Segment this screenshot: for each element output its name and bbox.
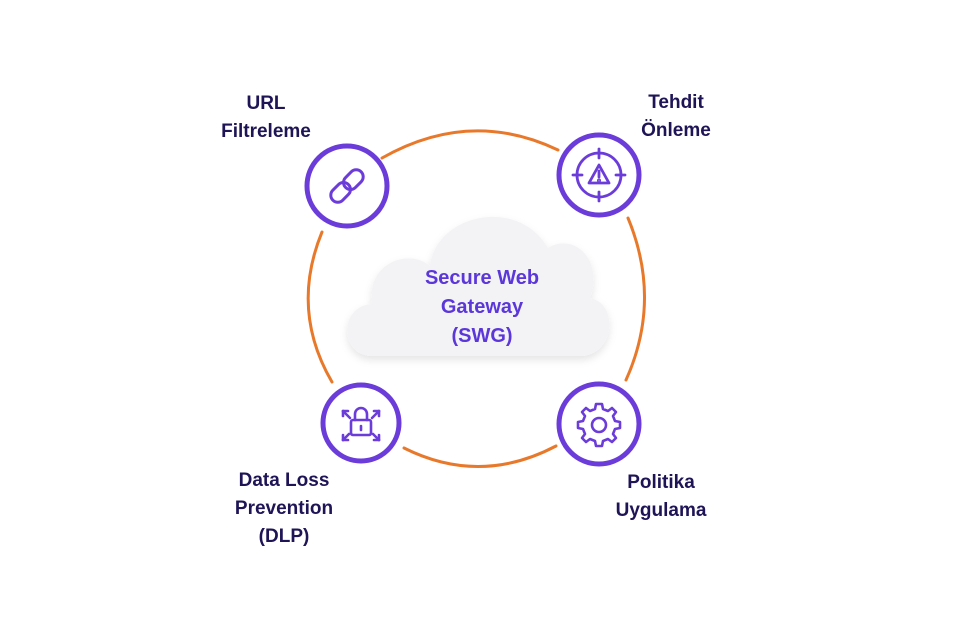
node-circle [304,143,390,229]
node-policy-enforcement [556,381,642,467]
ring-segment-top [380,129,560,160]
node-circle [320,382,402,464]
label-line: Data Loss [238,470,330,491]
node-threat-prevention [556,132,642,218]
padlock-expand-icon [341,406,381,442]
node-dlp [320,382,402,464]
ring-segment-left [306,230,334,384]
center-title-line: Gateway [440,296,524,318]
label-threat-prevention: Tehdit Önleme [621,89,731,145]
label-dlp: Data Loss Prevention (DLP) [214,467,354,551]
cloud-shape [347,216,610,356]
label-line: Önleme [641,120,711,141]
node-circle [556,381,642,467]
ring-segment-bottom [402,444,558,468]
center-title-line: (SWG) [451,325,513,347]
label-line: URL [246,93,286,114]
link-icon [329,168,365,204]
threat-target-icon [571,147,627,203]
center-title: Secure Web Gateway (SWG) [390,264,574,351]
label-line: Prevention [234,498,334,519]
node-url-filtering [304,143,390,229]
label-line: Tehdit [648,92,704,113]
ring-segment-right [624,216,646,382]
label-line: Filtreleme [221,121,311,142]
label-line: Politika [627,472,695,493]
label-policy-enforcement: Politika Uygulama [596,469,726,525]
gear-icon [576,402,622,448]
label-line: (DLP) [258,526,310,547]
label-url-filtering: URL Filtreleme [206,90,326,146]
label-line: Uygulama [615,500,707,521]
connection-ring [306,129,646,468]
center-title-line: Secure Web [424,267,540,289]
